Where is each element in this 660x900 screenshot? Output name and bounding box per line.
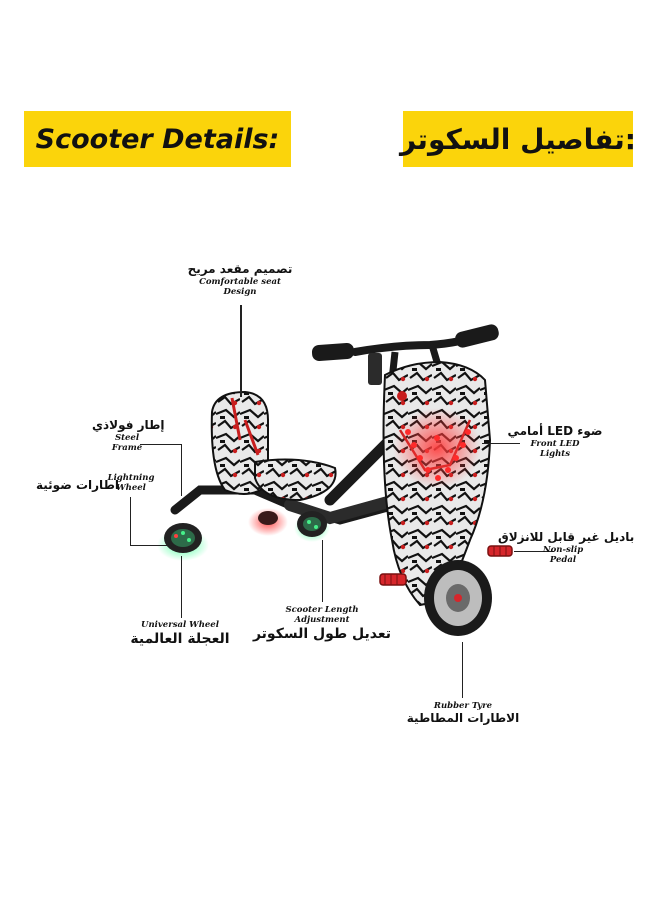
universal-wheel-callout-line xyxy=(181,556,182,618)
seat-label-english-1: Comfortable seat xyxy=(199,277,281,287)
pedal-label-english-2: Pedal xyxy=(549,555,577,565)
lightning-wheel-label-arabic: اطارات ضوئية xyxy=(36,478,119,492)
pedal-label-english-1: Non-slip xyxy=(542,545,584,555)
english-title: Scooter Details: xyxy=(35,123,280,155)
universal-wheel-label-arabic: العجلة العالمية xyxy=(130,631,230,647)
arabic-title-banner: تفاصيل السكوتر: xyxy=(400,111,636,167)
rubber-tyre-callout-line xyxy=(462,642,463,698)
pedal-callout-line xyxy=(514,551,554,552)
universal-wheel-label-english: Universal Wheel xyxy=(141,620,219,630)
seat xyxy=(210,390,337,502)
pedal-label-arabic: باديل غير قابل للانزلاق xyxy=(498,530,635,544)
english-title-banner: Scooter Details: xyxy=(24,111,291,167)
seat-label: تصميم مقعد مريح Comfortable seat Design xyxy=(180,262,300,297)
rubber-tyre-label: Rubber Tyre الاطارات المطاطية xyxy=(404,701,522,726)
lightning-wheel-label-english-2: Wheel xyxy=(116,483,146,493)
frame-callout-line-v xyxy=(181,444,182,496)
steel-frame-label-english-1: Steel xyxy=(114,433,140,443)
length-adjust-label-arabic: تعديل طول السكوتر xyxy=(252,626,392,642)
front-led-callout-line xyxy=(482,443,520,444)
seat-label-arabic: تصميم مقعد مريح xyxy=(187,262,293,276)
universal-wheel-left xyxy=(164,523,202,553)
lightning-wheel-label: Lightning Wheel xyxy=(100,473,162,493)
front-led-label-english-2: Lights xyxy=(539,449,571,459)
frame-riser xyxy=(324,434,396,506)
rear-wheel xyxy=(258,511,278,525)
seat-callout-line xyxy=(240,305,242,397)
lightning-wheel-label-arabic-wrap: اطارات ضوئية xyxy=(36,478,119,493)
steel-frame-label: إطار فولاذي Steel Frame xyxy=(92,418,165,453)
length-adjust-label: Scooter Length Adjustment تعديل طول السك… xyxy=(252,605,392,643)
steel-frame-label-english-2: Frame xyxy=(111,443,143,453)
length-adjust-label-english-1: Scooter Length xyxy=(285,605,359,615)
lightning-callout-line-h xyxy=(130,545,168,546)
front-led-label-arabic: أمامي LED ضوء xyxy=(507,424,603,438)
length-adjust-callout-line xyxy=(322,540,323,602)
rubber-tyre-label-arabic: الاطارات المطاطية xyxy=(406,711,520,725)
length-adjust-bar xyxy=(284,494,401,525)
steel-frame-label-arabic: إطار فولاذي xyxy=(92,418,165,432)
arabic-title: تفاصيل السكوتر: xyxy=(400,122,636,156)
rubber-tyre-label-english: Rubber Tyre xyxy=(433,701,493,711)
universal-wheel-right xyxy=(297,511,327,537)
frame-callout-line xyxy=(140,444,182,445)
front-led-label: أمامي LED ضوء Front LED Lights xyxy=(505,424,605,459)
universal-wheel-label: Universal Wheel العجلة العالمية xyxy=(120,620,240,648)
pedal-label: باديل غير قابل للانزلاق Non-slip Pedal xyxy=(498,530,635,565)
lightning-callout-line xyxy=(130,497,131,545)
front-led-lights xyxy=(393,408,481,488)
non-slip-pedals xyxy=(379,545,513,586)
length-adjust-label-english-2: Adjustment xyxy=(294,615,350,625)
seat-label-english-2: Design xyxy=(223,287,257,297)
lightning-wheel-label-english-1: Lightning xyxy=(107,473,155,483)
front-led-label-english-1: Front LED xyxy=(530,439,580,449)
rubber-tyre xyxy=(424,560,492,636)
